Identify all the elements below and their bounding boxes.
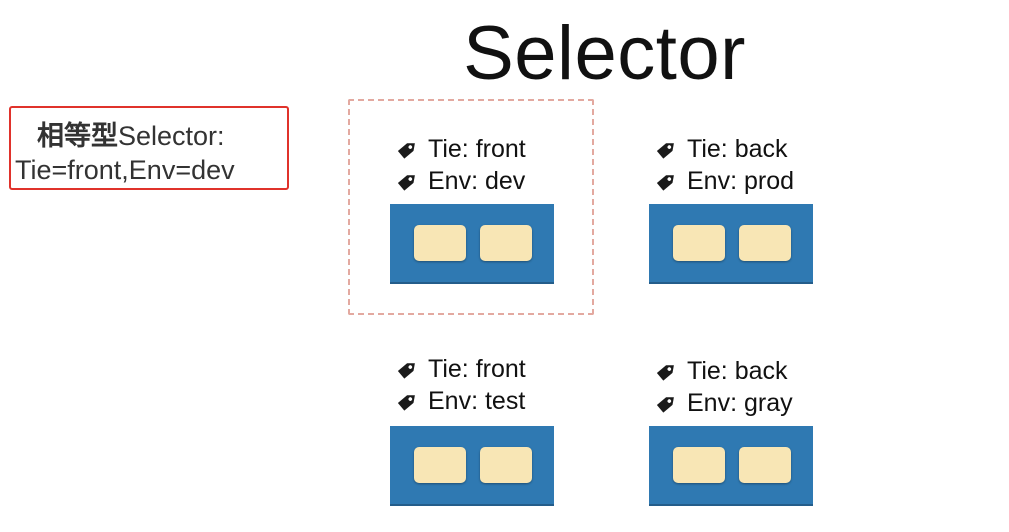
callout-selector-word: Selector: xyxy=(118,121,225,151)
pod-label-tie: Tie: back xyxy=(655,134,788,164)
pod-env-text: Env: test xyxy=(428,386,526,415)
pod-label-env: Env: dev xyxy=(396,166,525,196)
pod-label-env: Env: test xyxy=(396,386,525,416)
pod-label-env: Env: prod xyxy=(655,166,794,196)
pod-box xyxy=(649,426,813,506)
container-cell xyxy=(414,447,466,483)
pod-label-env: Env: gray xyxy=(655,388,793,418)
tag-icon xyxy=(397,143,415,159)
container-cell xyxy=(414,225,466,261)
container-cell xyxy=(673,225,725,261)
pod-box xyxy=(649,204,813,284)
pod-label-tie: Tie: front xyxy=(396,354,526,384)
container-cell xyxy=(739,225,791,261)
pod-label-tie: Tie: front xyxy=(396,134,526,164)
tag-icon xyxy=(397,363,415,379)
pod-tie-text: Tie: back xyxy=(687,134,788,163)
pod-label-tie: Tie: back xyxy=(655,356,788,386)
pod-tie-text: Tie: front xyxy=(428,354,526,383)
tag-icon xyxy=(397,175,415,191)
callout-line-1: 相等型Selector: xyxy=(37,120,225,153)
pod-env-text: Env: dev xyxy=(428,166,526,195)
pod-box xyxy=(390,204,554,284)
container-cell xyxy=(739,447,791,483)
pod-tie-text: Tie: back xyxy=(687,356,788,385)
tag-icon xyxy=(397,395,415,411)
container-cell xyxy=(480,447,532,483)
pod-env-text: Env: gray xyxy=(687,388,793,417)
tag-icon xyxy=(656,143,674,159)
selector-callout: 相等型Selector: Tie=front,Env=dev xyxy=(9,106,289,190)
container-cell xyxy=(673,447,725,483)
tag-icon xyxy=(656,365,674,381)
selection-highlight xyxy=(348,99,594,315)
pod-box xyxy=(390,426,554,506)
diagram-title: Selector xyxy=(463,11,746,96)
tag-icon xyxy=(656,397,674,413)
pod-tie-text: Tie: front xyxy=(428,134,526,163)
callout-line-2: Tie=front,Env=dev xyxy=(15,155,235,185)
callout-selector-kind: 相等型 xyxy=(37,121,118,151)
container-cell xyxy=(480,225,532,261)
pod-env-text: Env: prod xyxy=(687,166,795,195)
tag-icon xyxy=(656,175,674,191)
